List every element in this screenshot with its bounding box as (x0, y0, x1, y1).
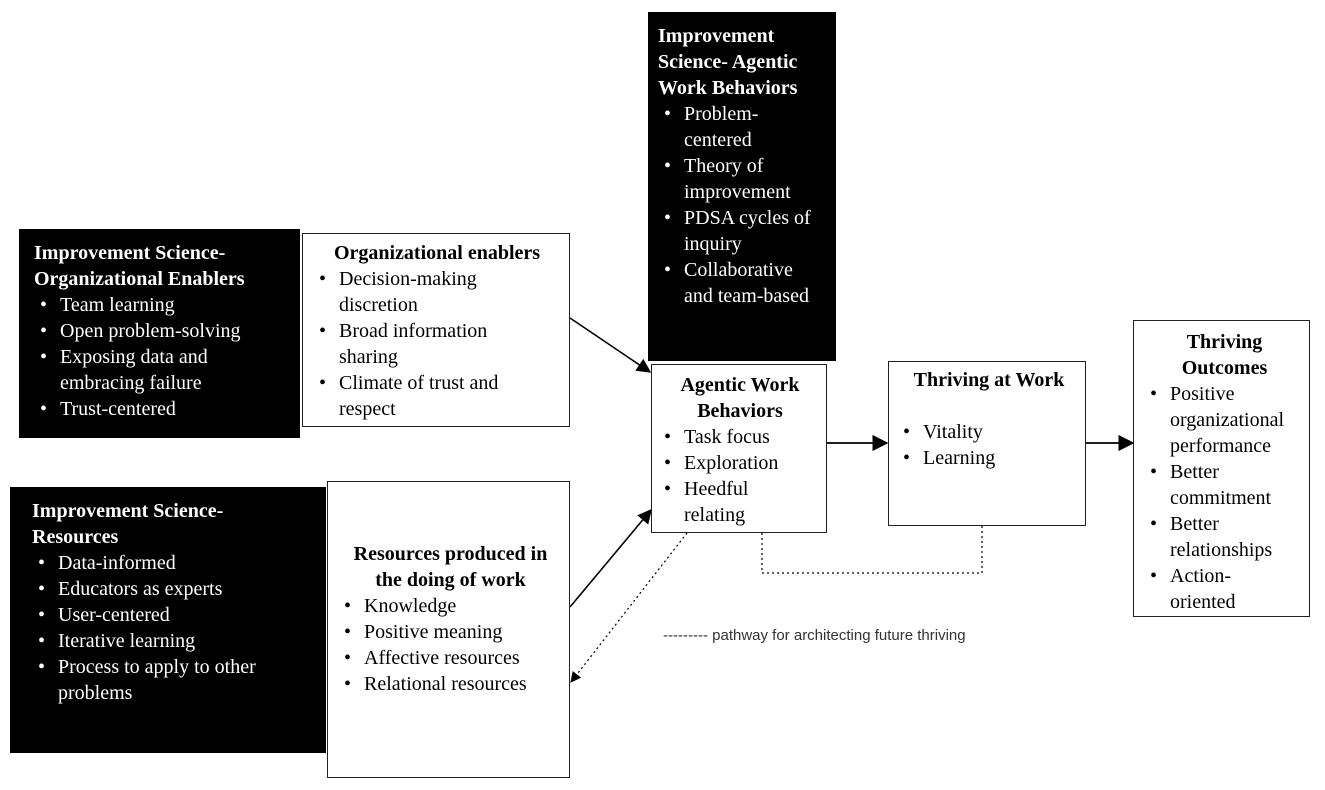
is-enablers-title: Improvement Science- Organizational Enab… (34, 240, 292, 292)
is-resources-title-line-1: Improvement Science- (32, 500, 224, 522)
legend-text: pathway for architecting future thriving (712, 627, 966, 644)
list-item: Collaborative and team-based (658, 257, 809, 309)
list-item: Positive meaning (340, 619, 561, 645)
list-item: Process to apply to other problems (32, 654, 298, 706)
agentic-title-line-1: Agentic Work (680, 374, 800, 396)
legend: --------- pathway for architecting futur… (663, 626, 966, 646)
list-item: Trust-centered (34, 396, 292, 422)
agentic-work-behaviors-box: Agentic Work Behaviors Task focus Explor… (651, 364, 827, 533)
list-item: Heedful relating (660, 476, 774, 528)
list-item: Team learning (34, 292, 292, 318)
arrow-enablers-to-agentic (569, 317, 652, 373)
outcomes-title: Thriving Outcomes (1146, 329, 1303, 381)
thriving-title: Thriving at Work (913, 369, 1065, 391)
list-item: Data-informed (32, 550, 318, 576)
is-agentic-work-behaviors-box: Improvement Science- Agentic Work Behavi… (648, 12, 836, 361)
list-item: Exploration (660, 450, 820, 476)
list-item: User-centered (32, 602, 318, 628)
resources-work-list: Knowledge Positive meaning Affective res… (340, 593, 561, 697)
resources-produced-box: Resources produced in the doing of work … (327, 481, 570, 778)
thriving-list: Vitality Learning (899, 419, 1079, 471)
thriving-outcomes-box: Thriving Outcomes Positive organizationa… (1133, 320, 1310, 617)
arrow-agentic-to-resources-dotted (570, 532, 688, 683)
outcomes-title-line-1: Thriving (1186, 331, 1263, 353)
list-item: Open problem-solving (34, 318, 292, 344)
org-enablers-title: Organizational enablers (333, 242, 541, 264)
agentic-list: Task focus Exploration Heedful relating (660, 424, 820, 528)
resources-work-title-line-2: the doing of work (375, 569, 526, 591)
list-item: PDSA cycles of inquiry (658, 205, 814, 257)
list-item: Iterative learning (32, 628, 318, 654)
list-item: Broad information sharing (315, 318, 519, 370)
is-resources-box: Improvement Science- Resources Data-info… (10, 487, 326, 753)
outcomes-title-line-2: Outcomes (1181, 357, 1268, 379)
list-item: Knowledge (340, 593, 561, 619)
list-item: Learning (899, 445, 1079, 471)
list-item: Exposing data and embracing failure (34, 344, 270, 396)
is-organizational-enablers-box: Improvement Science- Organizational Enab… (19, 229, 300, 438)
list-item: Decision-making discretion (315, 266, 509, 318)
is-agentic-title-line-3: Work Behaviors (658, 77, 798, 99)
agentic-title-line-2: Behaviors (697, 400, 783, 422)
list-item: Action-oriented (1146, 563, 1245, 615)
is-resources-title: Improvement Science- Resources (32, 498, 318, 550)
is-resources-list: Data-informed Educators as experts User-… (32, 550, 318, 706)
agentic-title: Agentic Work Behaviors (660, 372, 820, 424)
list-item: Educators as experts (32, 576, 318, 602)
is-resources-title-line-2: Resources (32, 526, 119, 548)
is-agentic-title-line-1: Improvement (658, 25, 775, 47)
is-enablers-title-line-1: Improvement Science- (34, 242, 226, 264)
organizational-enablers-box: Organizational enablers Decision-making … (302, 233, 570, 427)
list-item: Theory of improvement (658, 153, 814, 205)
list-item: Climate of trust and respect (315, 370, 534, 422)
is-agentic-list: Problem-centered Theory of improvement P… (658, 101, 830, 309)
is-agentic-title: Improvement Science- Agentic Work Behavi… (658, 23, 830, 101)
org-enablers-list: Decision-making discretion Broad informa… (315, 266, 559, 422)
list-item: Positive organizational performance (1146, 381, 1295, 459)
list-item: Problem-centered (658, 101, 779, 153)
is-enablers-list: Team learning Open problem-solving Expos… (34, 292, 292, 422)
list-item: Better relationships (1146, 511, 1285, 563)
list-item: Better commitment (1146, 459, 1285, 511)
dotted-feedback-path (761, 526, 983, 574)
outcomes-list: Positive organizational performance Bett… (1146, 381, 1303, 615)
is-enablers-title-line-2: Organizational Enablers (34, 268, 245, 290)
list-item: Vitality (899, 419, 1079, 445)
is-agentic-title-line-2: Science- Agentic (658, 51, 798, 73)
legend-dash-symbol: --------- (663, 627, 708, 644)
list-item: Relational resources (340, 671, 561, 697)
list-item: Affective resources (340, 645, 561, 671)
thriving-at-work-box: Thriving at Work Vitality Learning (888, 361, 1086, 526)
arrow-resources-to-agentic (569, 508, 652, 608)
list-item: Task focus (660, 424, 820, 450)
resources-work-title: Resources produced in the doing of work (340, 541, 561, 593)
resources-work-title-line-1: Resources produced in (353, 543, 548, 565)
